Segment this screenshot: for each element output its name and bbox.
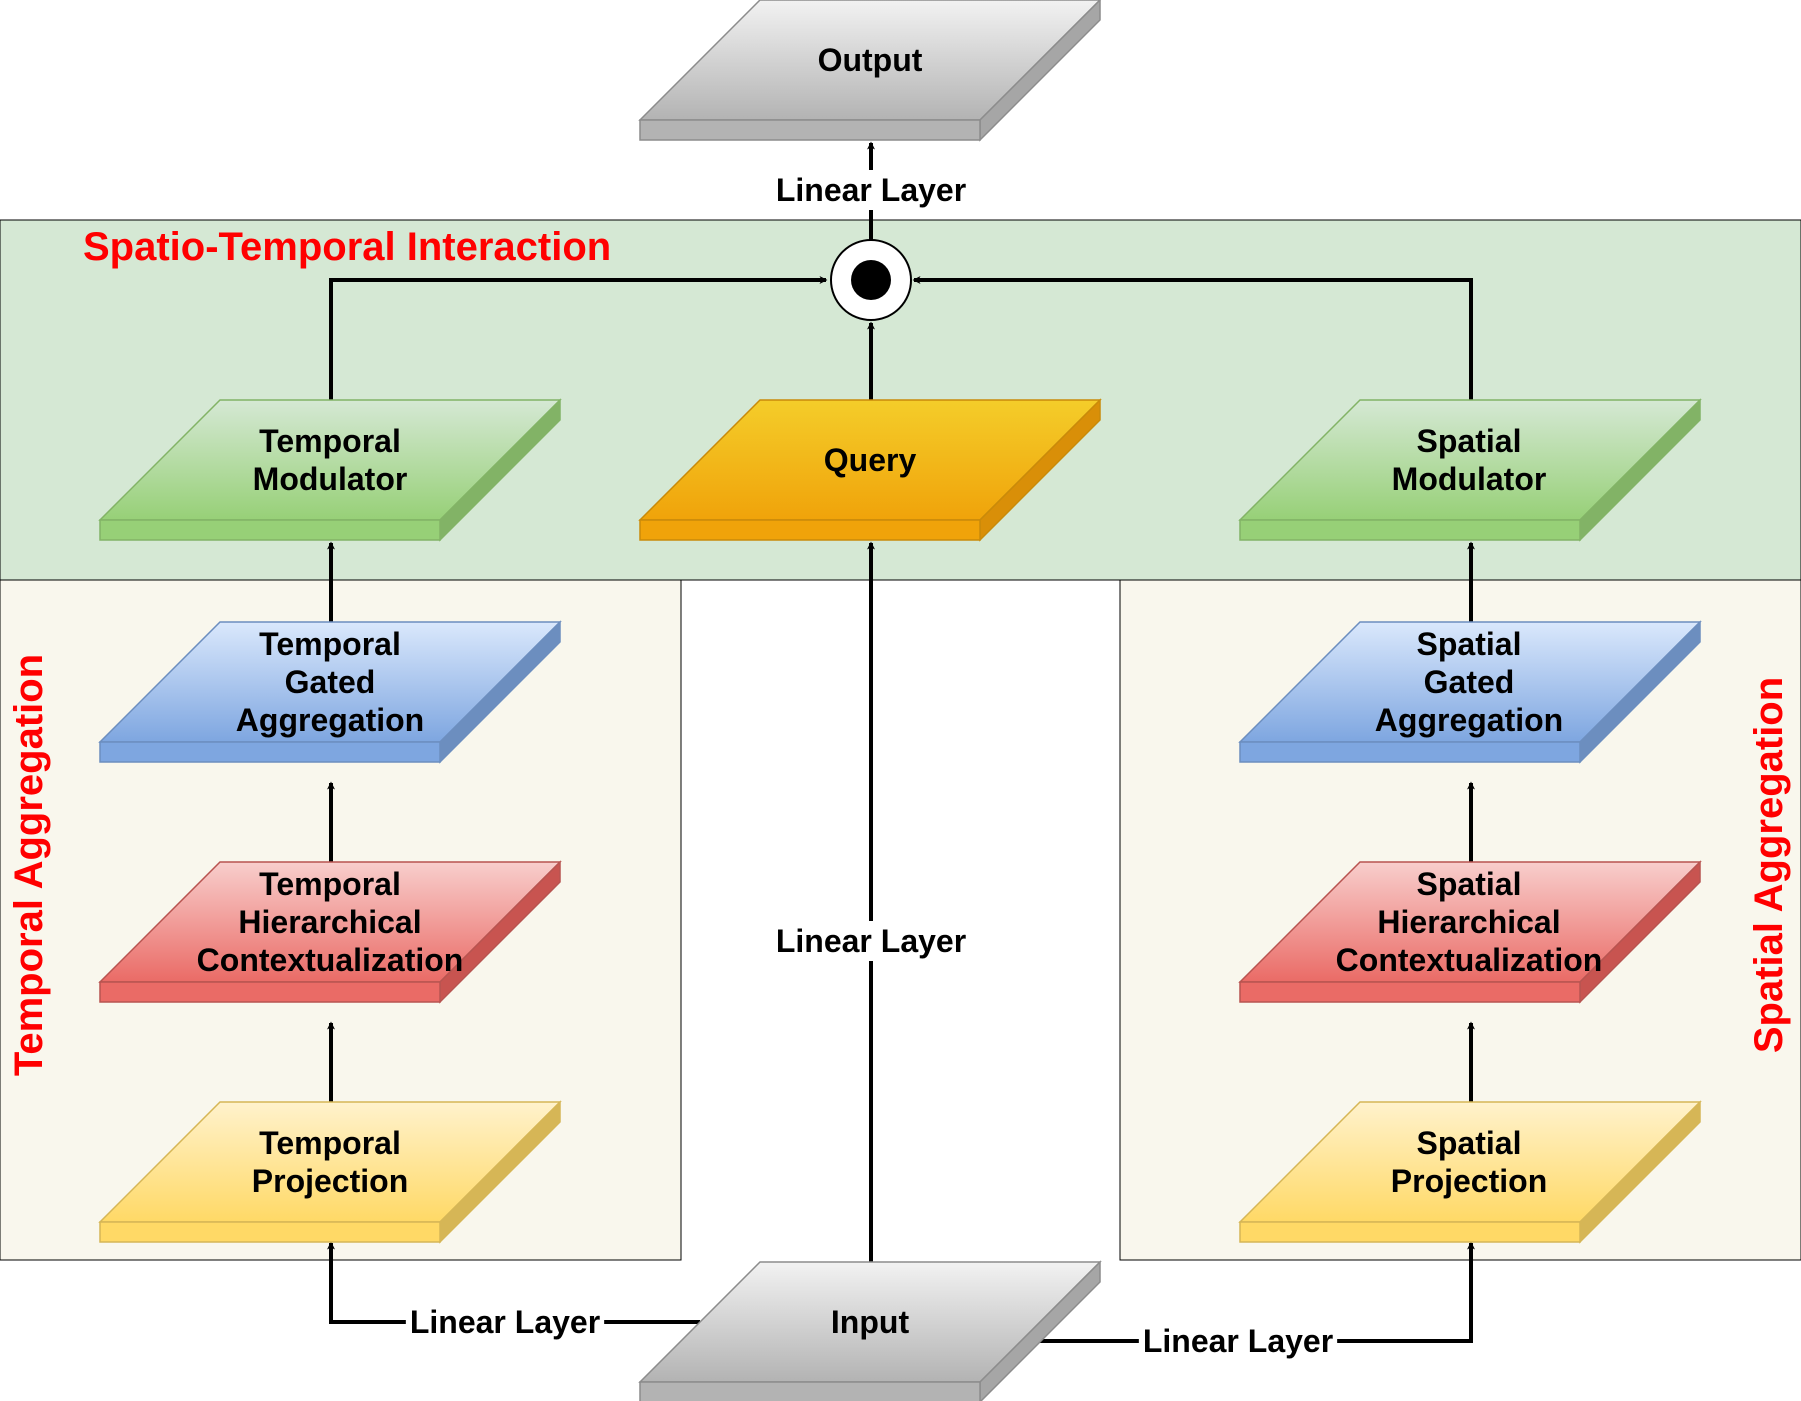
edge-label-to-spatial-bg (1138, 1321, 1338, 1361)
edge-label-to-spatial: Linear Layer (1143, 1323, 1333, 1359)
temporal-gated-label-line: Gated (285, 664, 376, 700)
temporal-hier-front-face (99, 981, 441, 1003)
edge-label-to-query: Linear Layer (776, 923, 966, 959)
arrow-temporal-to-operator (329, 276, 828, 400)
spatial-proj-front-face (1239, 1221, 1581, 1243)
output-front-face (639, 119, 981, 141)
spatial-hier-label-line: Spatial (1417, 866, 1522, 902)
temporal-hier-label-line: Temporal (259, 866, 401, 902)
input-block: Input (638, 1260, 1102, 1401)
spatial-hier-label-line: Contextualization (1336, 942, 1603, 978)
connectors (327, 141, 1475, 1343)
temporal-proj-label-line: Projection (252, 1163, 408, 1199)
temporal-proj-label-line: Temporal (259, 1125, 401, 1161)
temporal-region-title: Temporal Aggregation (7, 654, 51, 1076)
spatial-gated-label-line: Aggregation (1375, 702, 1563, 738)
temporal-modulator-label-line: Temporal (259, 423, 401, 459)
temporal-gated-label-line: Temporal (259, 626, 401, 662)
spatial-proj-label-line: Spatial (1417, 1125, 1522, 1161)
query-label-line: Query (824, 442, 917, 478)
query-block: Query (638, 398, 1102, 542)
temporal-gated-front-face (99, 741, 441, 763)
spatial-hier-label-line: Hierarchical (1377, 904, 1560, 940)
spatial-hier-front-face (1239, 981, 1581, 1003)
edge-label-to-output-bg (771, 170, 971, 210)
arrow-spatial-to-operator (912, 276, 1473, 400)
elementwise-product-operator (830, 239, 912, 321)
edge-label-to-query-bg (771, 921, 971, 961)
spatial-modulator-label-line: Spatial (1417, 423, 1522, 459)
input-side-face (979, 1260, 1101, 1401)
spatial-modulator-label-line: Modulator (1392, 461, 1547, 497)
edge-label-to-temporal: Linear Layer (410, 1304, 600, 1340)
spatial-modulator-front-face (1239, 519, 1581, 541)
temporal-modulator-label-line: Modulator (253, 461, 408, 497)
spatial-gated-front-face (1239, 741, 1581, 763)
temporal-gated-label-line: Aggregation (236, 702, 424, 738)
operator-dot-icon (851, 260, 891, 300)
spatial-proj-label-line: Projection (1391, 1163, 1547, 1199)
edge-label-to-output: Linear Layer (776, 172, 966, 208)
input-label-line: Input (831, 1304, 910, 1340)
temporal-modulator-front-face (99, 519, 441, 541)
blocks: OutputQueryInputTemporalModulatorSpatial… (98, 0, 1702, 1401)
query-front-face (639, 519, 981, 541)
spatial-region-title: Spatial Aggregation (1747, 677, 1791, 1053)
spatial-gated-label-line: Gated (1424, 664, 1515, 700)
edge-label-to-temporal-bg (405, 1302, 605, 1342)
output-label-line: Output (818, 42, 923, 78)
temporal-proj-front-face (99, 1221, 441, 1243)
temporal-hier-label-line: Hierarchical (238, 904, 421, 940)
output-block: Output (638, 0, 1102, 142)
temporal-hier-label-line: Contextualization (197, 942, 464, 978)
input-front-face (639, 1381, 981, 1401)
interaction-region-title: Spatio-Temporal Interaction (83, 225, 611, 269)
spatial-gated-label-line: Spatial (1417, 626, 1522, 662)
